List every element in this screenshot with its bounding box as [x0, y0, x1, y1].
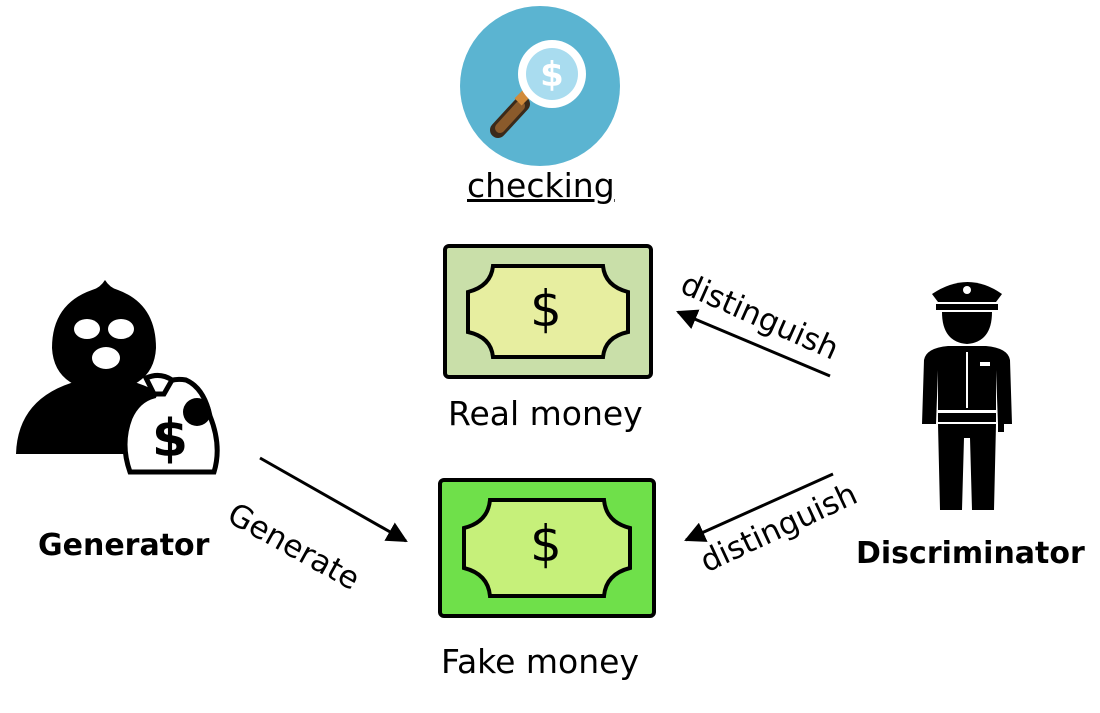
police-officer-icon	[922, 282, 1012, 510]
real-money-label: Real money	[448, 394, 643, 433]
fake-money-symbol: $	[530, 515, 562, 573]
svg-text:$: $	[152, 409, 188, 469]
masked-thief-icon: $	[16, 280, 220, 475]
generator-label: Generator	[38, 528, 210, 563]
magnifying-glass-dollar-icon: $	[460, 6, 620, 166]
distinguish-real-arrow	[676, 309, 831, 378]
generate-arrow	[259, 456, 408, 543]
svg-text:$: $	[540, 55, 564, 95]
real-money-symbol: $	[530, 280, 562, 338]
fake-money-bill	[438, 478, 656, 618]
fake-money-label: Fake money	[441, 642, 639, 681]
discriminator-label: Discriminator	[856, 536, 1085, 571]
real-money-bill	[443, 244, 653, 379]
checking-label: checking	[467, 166, 615, 205]
distinguish-fake-arrow	[684, 472, 834, 542]
